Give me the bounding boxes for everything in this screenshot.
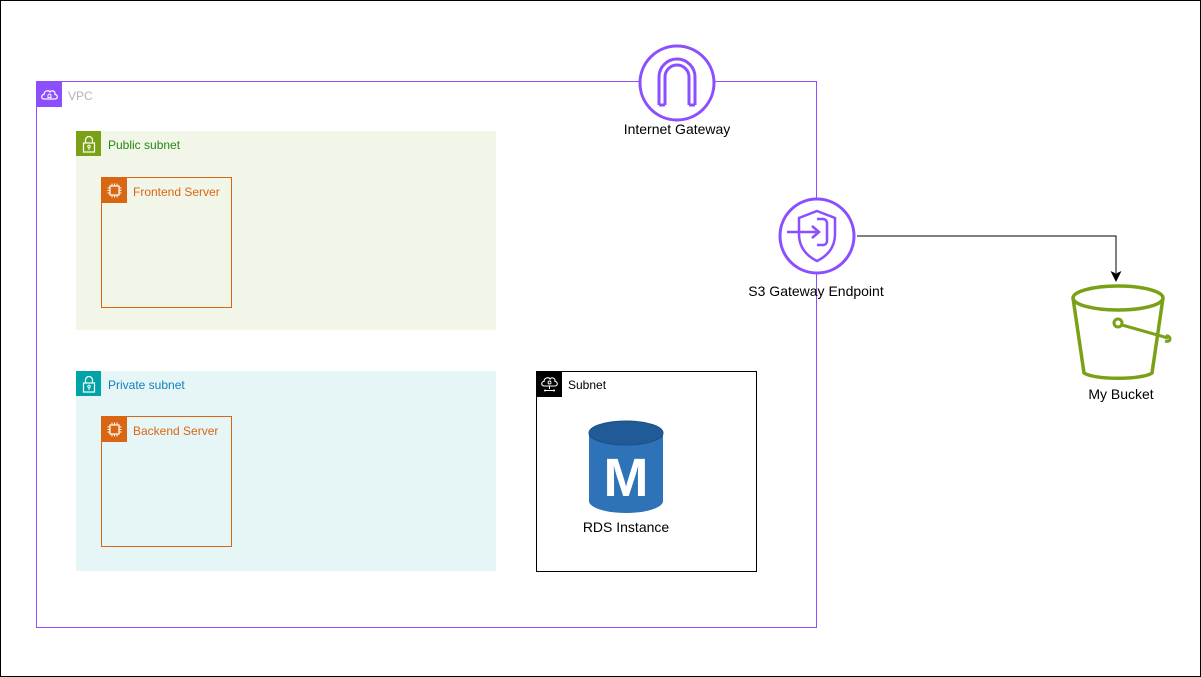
ec2-chip-icon xyxy=(102,417,127,442)
internet-gateway-label: Internet Gateway xyxy=(623,121,731,137)
vpc-cloud-icon xyxy=(37,82,62,107)
lock-icon xyxy=(76,371,101,396)
svg-text:M: M xyxy=(604,448,649,508)
ec2-chip-icon xyxy=(102,178,127,203)
public-subnet-label: Public subnet xyxy=(108,138,181,152)
frontend-server-label: Frontend Server xyxy=(133,185,220,199)
bucket-icon xyxy=(1071,284,1172,380)
private-subnet-group: Private subnet xyxy=(76,371,496,571)
backend-server-group: Backend Server xyxy=(101,416,232,547)
s3-gateway-endpoint-label: S3 Gateway Endpoint xyxy=(748,283,884,299)
rds-instance-label: RDS Instance xyxy=(582,519,670,535)
internet-gateway-icon xyxy=(638,44,716,122)
lock-icon xyxy=(76,131,101,156)
database-icon: M xyxy=(588,420,664,513)
public-subnet-group: Public subnet xyxy=(76,131,496,330)
subnet-label: Subnet xyxy=(568,378,607,392)
frontend-server-group: Frontend Server xyxy=(101,177,232,308)
private-subnet-label: Private subnet xyxy=(108,378,185,392)
shield-endpoint-icon xyxy=(778,197,856,275)
cloud-network-icon xyxy=(537,372,562,397)
my-bucket-label: My Bucket xyxy=(1088,386,1154,402)
vpc-label: VPC xyxy=(68,89,93,103)
vpc-group: VPC xyxy=(36,81,817,628)
backend-server-label: Backend Server xyxy=(133,424,219,438)
